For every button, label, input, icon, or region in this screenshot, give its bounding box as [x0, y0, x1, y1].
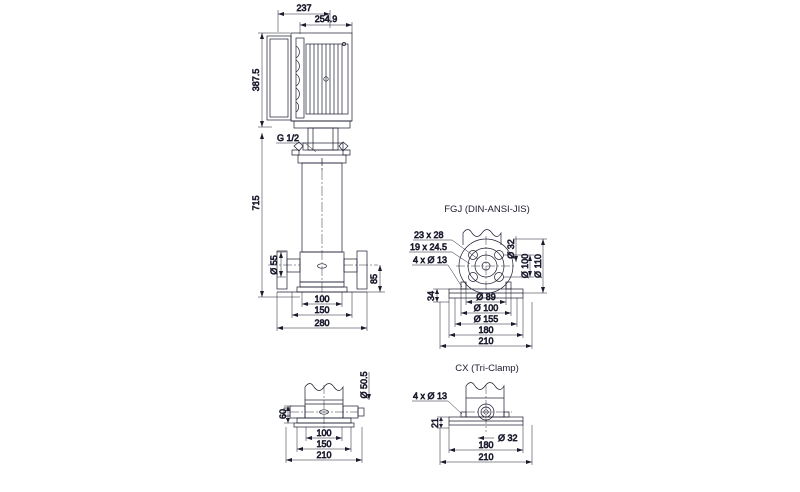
dim-210-fgj [439, 302, 533, 349]
dim-label-dia-55: Ø 55 [269, 255, 279, 275]
dim-label-dia-50-5: Ø 50.5 [359, 371, 369, 398]
dim-715 [258, 133, 300, 298]
dim-dia-89-fgj [465, 282, 507, 305]
fgj-view: FGJ (DIN-ANSI-JIS) 23 x 28 19 x 24.5 4 x… [409, 204, 547, 349]
dim-dia-110-fgj [513, 238, 547, 294]
cx-tri-clamp-view: CX (Tri-Clamp) 4 x Ø 13 21 [412, 363, 533, 465]
dim-label-180-cx: 180 [478, 440, 493, 450]
dim-180-fgj [448, 298, 524, 338]
dim-34-fgj [433, 288, 449, 303]
dim-label-210-cx: 210 [478, 452, 493, 462]
dim-label-100-bl: 100 [316, 428, 331, 438]
dim-label-dia-100h-fgj: Ø 100 [474, 303, 499, 313]
dim-150-bl [296, 427, 352, 452]
dim-label-180-fgj: 180 [478, 325, 493, 335]
dim-dia-100h-fgj [460, 289, 512, 316]
dim-dia-55 [277, 251, 286, 278]
dim-label-85: 85 [369, 274, 379, 284]
dim-label-34-fgj: 34 [426, 291, 436, 301]
dim-dia-155-fgj [454, 298, 518, 327]
dim-label-dia-155-fgj: Ø 155 [474, 314, 499, 324]
callout-g-half: G 1/2 [277, 133, 299, 143]
coupling-lantern [276, 127, 351, 156]
dim-dia-32-cx [478, 436, 494, 440]
dim-dia-50-5 [367, 372, 371, 400]
dim-label-dia-32-cx: Ø 32 [498, 433, 518, 443]
dim-label-dia-110-fgj: Ø 110 [533, 254, 543, 278]
dim-label-dia-89-fgj: Ø 89 [476, 292, 496, 302]
fgj-break-line [462, 229, 502, 245]
dim-label-21-cx: 21 [430, 418, 440, 428]
base-plan-view: Ø 50.5 60 100 150 [278, 371, 371, 463]
dim-label-254-9: 254.9 [315, 14, 338, 24]
dim-label-150-main: 150 [314, 305, 329, 315]
dim-label-715: 715 [251, 195, 261, 210]
dim-21-cx [437, 416, 449, 429]
dim-label-210-fgj: 210 [478, 336, 493, 346]
dim-60-bl [284, 405, 294, 424]
dim-100-main [301, 292, 343, 307]
dim-label-100-main: 100 [314, 294, 329, 304]
dim-label-60-bl: 60 [278, 409, 288, 419]
dim-100-bl [305, 427, 343, 441]
callout-19x24-5: 19 x 24.5 [410, 242, 447, 252]
dim-237 [277, 10, 331, 32]
dim-label-dia-100-fgj: Ø 100 [520, 254, 530, 279]
fgj-view-title: FGJ (DIN-ANSI-JIS) [444, 204, 530, 215]
dim-180-cx [448, 425, 524, 453]
dim-label-280-main: 280 [314, 318, 329, 328]
dim-254-9 [299, 22, 353, 34]
dim-dia-100-fgj [503, 254, 534, 278]
dim-387-5 [258, 32, 290, 128]
dim-label-387-5: 387.5 [251, 69, 261, 92]
dim-280-main [276, 292, 368, 331]
dim-210-bl [285, 427, 363, 463]
dim-85 [367, 265, 385, 293]
dim-210-cx [439, 425, 533, 465]
dim-label-dia-32-fgj: Ø 32 [506, 239, 516, 259]
main-elevation-view: 237 254.9 387.5 715 [251, 3, 385, 331]
cx-callout-leader [412, 400, 463, 415]
dim-label-150-bl: 150 [316, 439, 331, 449]
callout-cx-4x-dia-13: 4 x Ø 13 [413, 391, 447, 401]
cx-view-title: CX (Tri-Clamp) [455, 363, 519, 374]
dim-label-237: 237 [296, 3, 311, 13]
cx-break-line [465, 382, 505, 398]
callout-4x-dia-13: 4 x Ø 13 [413, 255, 447, 265]
callout-23x28: 23 x 28 [414, 230, 444, 240]
dim-label-210-bl: 210 [316, 450, 331, 460]
motor-assembly [266, 32, 353, 129]
dim-150-main [291, 292, 353, 318]
dim-dia-32-fgj [514, 236, 518, 262]
